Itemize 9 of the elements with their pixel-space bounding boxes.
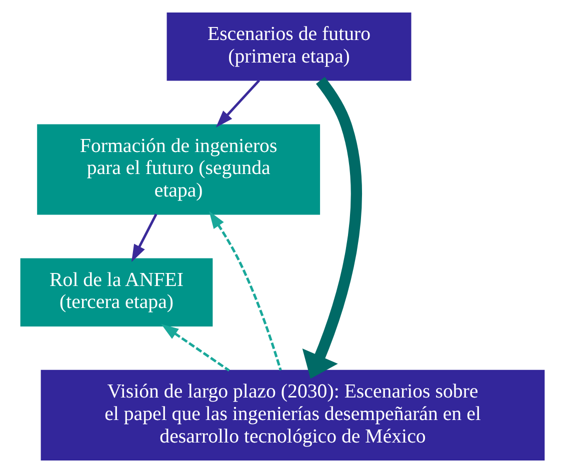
arrow [208, 211, 282, 371]
arrow [131, 214, 157, 262]
arrow [302, 76, 362, 379]
node-box: Escenarios de futuro (primera etapa) [166, 12, 411, 81]
node-box: Rol de la ANFEI (tercera etapa) [20, 258, 212, 326]
arrow [160, 324, 230, 372]
arrow [215, 80, 260, 128]
node-box: Visión de largo plazo (2030): Escenarios sobre el papel que las ingenierías desempeñarán en el desarrollo tecnológico de México [40, 370, 544, 460]
node-box: Formación de ingenieros para el futuro (segunda etapa) [36, 124, 320, 215]
